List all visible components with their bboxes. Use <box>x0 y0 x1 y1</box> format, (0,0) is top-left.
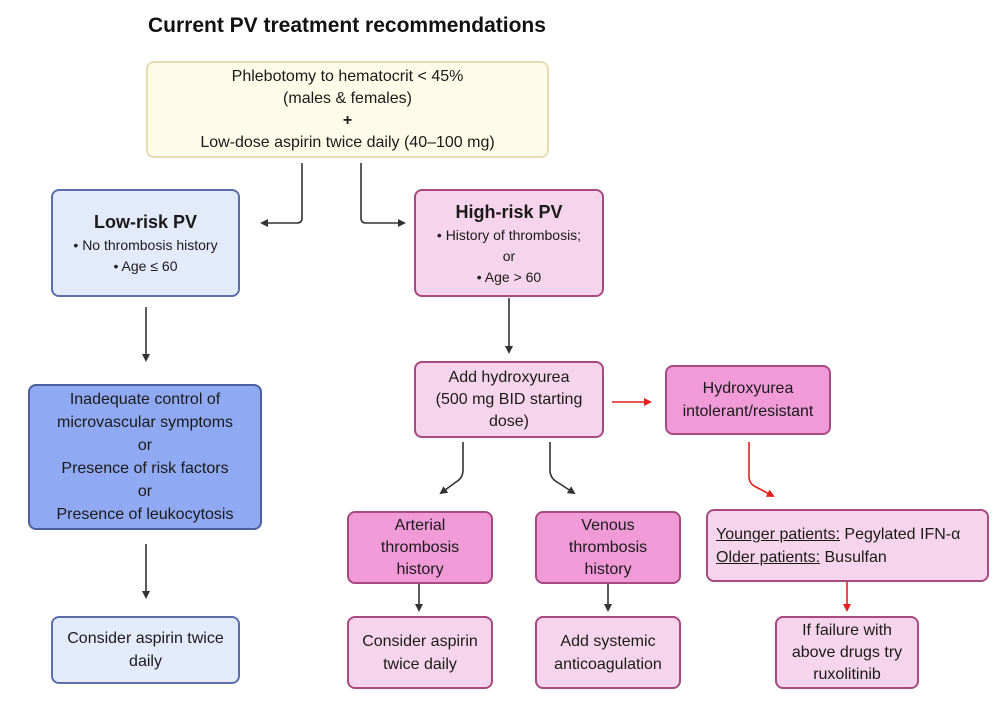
hu-intolerant-line-2: intolerant/resistant <box>682 403 814 420</box>
low-risk-bullet-1: • No thrombosis history <box>73 237 218 253</box>
second-line-therapy-box: Younger patients: Pegylated IFN-α Older … <box>706 509 989 582</box>
younger-patients-label: Younger patients: <box>716 525 840 543</box>
venous-line-3: history <box>584 560 632 578</box>
low-risk-criteria-box: Inadequate control of microvascular symp… <box>28 384 262 530</box>
low-risk-pv-box: Low-risk PV • No thrombosis history • Ag… <box>51 189 240 297</box>
hydroxyurea-line-1: Add hydroxyurea <box>448 368 570 386</box>
hydroxyurea-line-3: dose) <box>488 412 530 430</box>
criteria-line-5: or <box>137 483 153 500</box>
initial-therapy-box: Phlebotomy to hematocrit < 45% (males & … <box>146 61 549 158</box>
venous-action-box: Add systemic anticoagulation <box>535 616 681 689</box>
younger-patients-row: Younger patients: Pegylated IFN-α <box>716 523 960 546</box>
criteria-line-2: microvascular symptoms <box>56 414 234 431</box>
third-line-therapy-box: If failure with above drugs try ruxoliti… <box>775 616 919 689</box>
hu-intolerant-box: Hydroxyurea intolerant/resistant <box>665 365 831 435</box>
criteria-line-3: or <box>137 437 153 454</box>
arterial-action-line-1: Consider aspirin <box>362 632 478 650</box>
high-risk-line-1: • History of thrombosis; <box>436 226 582 243</box>
low-risk-bullet-2: • Age ≤ 60 <box>113 258 178 274</box>
venous-thrombosis-box: Venous thrombosis history <box>535 511 681 584</box>
arterial-thrombosis-box: Arterial thrombosis history <box>347 511 493 584</box>
older-patients-row: Older patients: Busulfan <box>716 546 887 569</box>
third-line-line-2: above drugs try <box>791 643 903 661</box>
high-risk-line-3: • Age > 60 <box>476 268 542 285</box>
arrow-hydroxyurea-to-arterial <box>439 442 464 495</box>
arterial-action-box: Consider aspirin twice daily <box>347 616 493 689</box>
initial-line-1: Phlebotomy to hematocrit < 45% <box>231 67 464 85</box>
arterial-line-1: Arterial <box>394 516 446 534</box>
arterial-line-2: thrombosis <box>380 538 460 556</box>
arterial-line-3: history <box>396 560 444 578</box>
older-patients-label: Older patients: <box>716 548 821 566</box>
older-patients-value: Busulfan <box>820 548 887 566</box>
page-title: Current PV treatment recommendations <box>148 14 546 37</box>
arrow-hydroxyurea-to-venous <box>549 442 576 495</box>
venous-line-1: Venous <box>581 516 635 534</box>
venous-action-line-1: Add systemic <box>560 632 656 650</box>
hu-intolerant-line-1: Hydroxyurea <box>702 380 794 397</box>
arterial-action-line-2: twice daily <box>383 655 457 673</box>
high-risk-pv-box: High-risk PV • History of thrombosis; or… <box>414 189 604 297</box>
high-risk-line-2: or <box>502 247 516 264</box>
criteria-line-6: Presence of leukocytosis <box>56 506 234 523</box>
low-risk-action-box: Consider aspirin twice daily <box>51 616 240 684</box>
arrow-initial-to-low-risk <box>260 163 303 227</box>
low-risk-action-line-2: daily <box>129 653 162 670</box>
third-line-line-3: ruxolitinib <box>813 665 881 683</box>
criteria-line-4: Presence of risk factors <box>61 460 229 477</box>
venous-action-line-2: anticoagulation <box>554 655 662 673</box>
initial-line-3: Low-dose aspirin twice daily (40–100 mg) <box>200 133 495 151</box>
third-line-line-1: If failure with <box>802 621 892 639</box>
venous-line-2: thrombosis <box>568 538 648 556</box>
arrow-initial-to-high-risk <box>360 163 406 227</box>
hydroxyurea-box: Add hydroxyurea (500 mg BID starting dos… <box>414 361 604 438</box>
high-risk-heading: High-risk PV <box>455 201 563 222</box>
hydroxyurea-line-2: (500 mg BID starting <box>435 390 583 408</box>
initial-line-2: (males & females) <box>283 89 412 107</box>
initial-plus: + <box>342 111 353 129</box>
low-risk-heading: Low-risk PV <box>93 212 198 232</box>
younger-patients-value: Pegylated IFN-α <box>839 525 961 543</box>
low-risk-action-line-1: Consider aspirin twice <box>67 630 224 647</box>
criteria-line-1: Inadequate control of <box>69 391 221 408</box>
arrow-intolerant-to-second-line <box>748 442 775 497</box>
